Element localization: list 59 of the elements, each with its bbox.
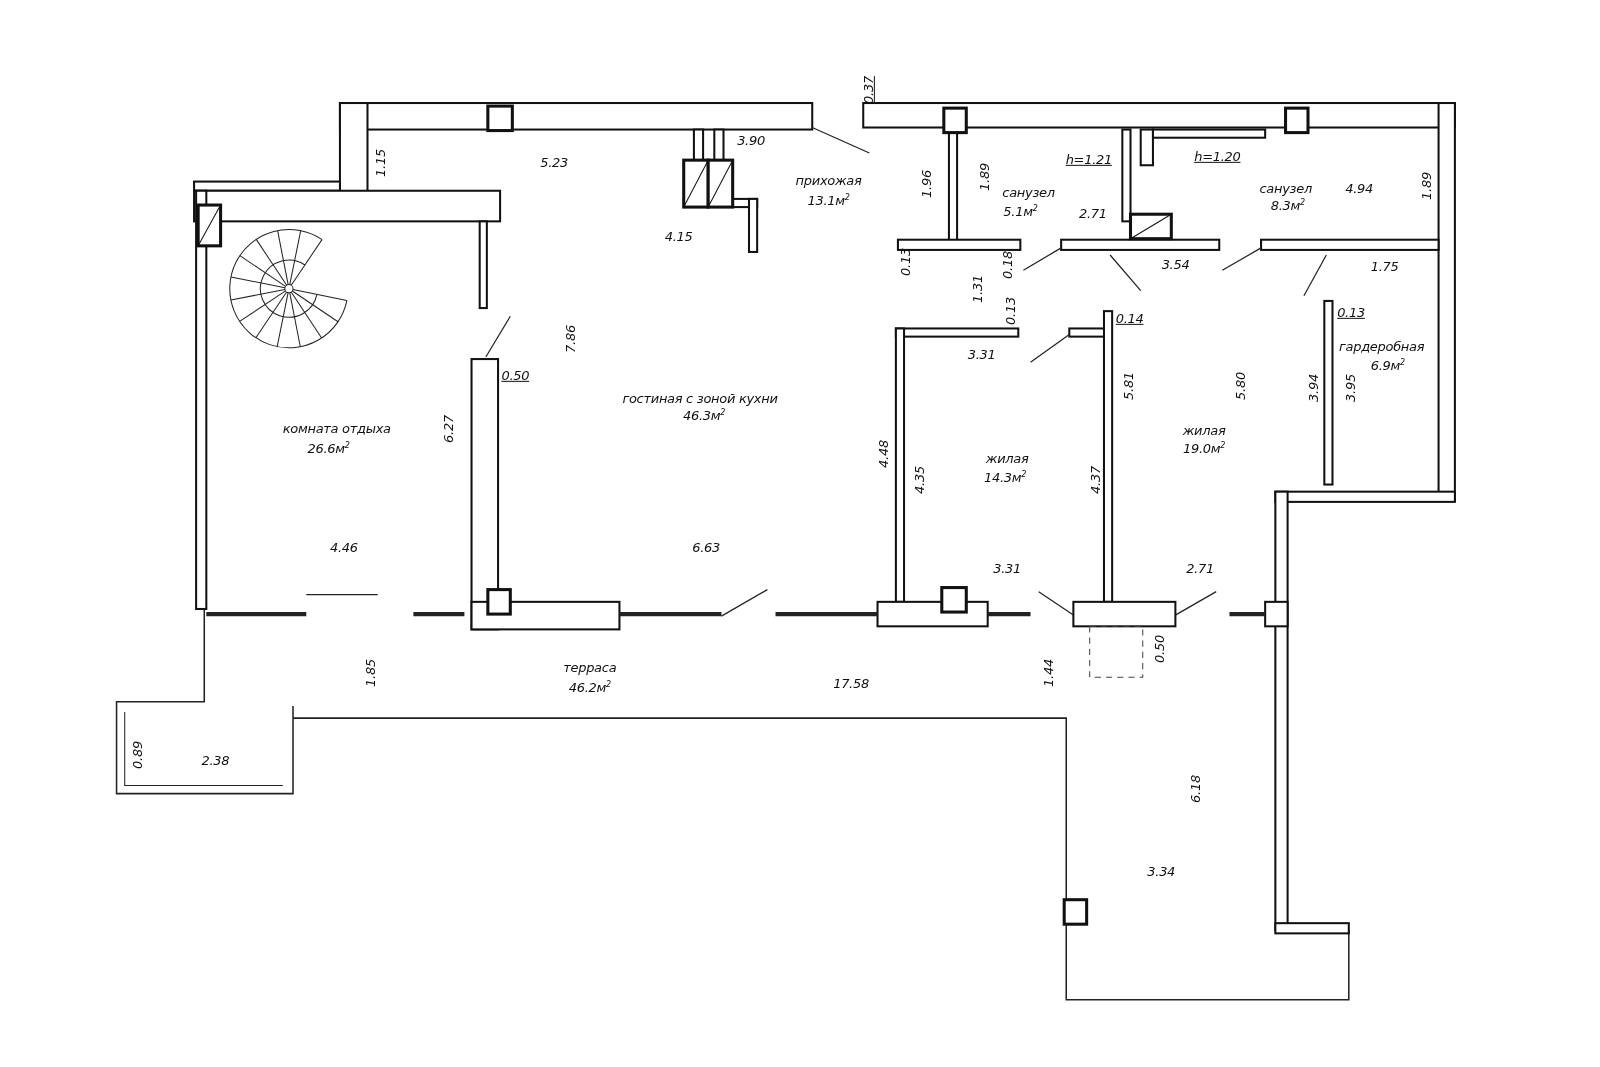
dimension-label: 4.35	[913, 465, 928, 494]
room-label: 3.54	[1161, 258, 1190, 273]
room-label: 3.90	[737, 133, 765, 148]
room-label: 2.71	[1186, 562, 1214, 577]
room-label: 3.31	[993, 562, 1021, 577]
dimension-label: 3.94	[1307, 373, 1322, 402]
dimension-label: 0.89	[130, 741, 145, 769]
room-label: 8.3м$^{2}$	[1270, 198, 1305, 214]
room-label: прихожая	[795, 173, 862, 188]
room-label: санузел	[1259, 181, 1312, 196]
room-label: 1.75	[1370, 260, 1399, 275]
room-label: 2.71	[1078, 207, 1107, 222]
room-label: санузел	[1002, 185, 1055, 200]
dimension-label: 0.50	[1153, 635, 1168, 663]
room-label: 19.0м$^{2}$	[1183, 441, 1226, 457]
room-label: гардеробная	[1339, 339, 1425, 355]
room-label: 0.14	[1115, 312, 1144, 327]
room-label: 3.31	[967, 347, 996, 363]
dimension-label: 0.13	[1004, 297, 1019, 326]
room-label: 4.94	[1345, 181, 1374, 196]
room-label: жилая	[985, 452, 1029, 467]
room-label: 14.3м$^{2}$	[984, 470, 1027, 485]
dimension-label: 1.15	[373, 149, 388, 178]
room-label: 3.34	[1147, 865, 1176, 880]
dimension-label: 1.89	[977, 162, 992, 191]
room-label: 0.50	[501, 368, 530, 383]
dimension-label: 6.18	[1188, 774, 1204, 803]
dimension-label: 4.37	[1088, 465, 1104, 494]
dimension-label: 5.80	[1233, 371, 1248, 400]
room-label: 6.63	[692, 540, 720, 556]
room-label: 4.15	[664, 229, 693, 244]
room-label: 4.46	[330, 540, 358, 556]
dimension-label: 3.95	[1343, 373, 1359, 402]
room-label: 6.9м$^{2}$	[1370, 359, 1405, 374]
dimension-label: 1.96	[919, 169, 934, 198]
room-label: 5.1м$^{2}$	[1003, 204, 1038, 220]
room-label: h=1.20	[1194, 150, 1241, 165]
dimension-label: 1.85	[364, 659, 379, 688]
dimension-label: 4.48	[876, 440, 891, 468]
room-label: h=1.21	[1065, 153, 1112, 168]
dimension-label: 1.44	[1041, 659, 1057, 688]
dimension-label: 1.31	[970, 274, 985, 303]
dimension-label: 6.27	[441, 414, 457, 443]
room-label: 46.2м$^{2}$	[568, 680, 611, 696]
dimension-label: 0.18	[1001, 251, 1016, 280]
room-label: гостиная с зоной кухни	[622, 391, 778, 407]
room-label: жилая	[1182, 423, 1226, 438]
room-label: 5.23	[540, 156, 568, 171]
room-label: 2.38	[201, 754, 230, 769]
dimension-label: 5.81	[1121, 371, 1136, 400]
room-label: комната отдыха	[282, 421, 391, 436]
room-label: 17.58	[833, 676, 869, 691]
room-label: 13.1м$^{2}$	[807, 193, 850, 209]
room-label: 0.13	[1337, 306, 1365, 321]
dimension-label: 7.86	[564, 324, 579, 353]
room-label: 26.6м$^{2}$	[307, 441, 350, 457]
room-label: терраса	[563, 661, 617, 676]
room-label: 46.3м$^{2}$	[683, 409, 726, 424]
dimension-label: 1.89	[1419, 171, 1434, 200]
